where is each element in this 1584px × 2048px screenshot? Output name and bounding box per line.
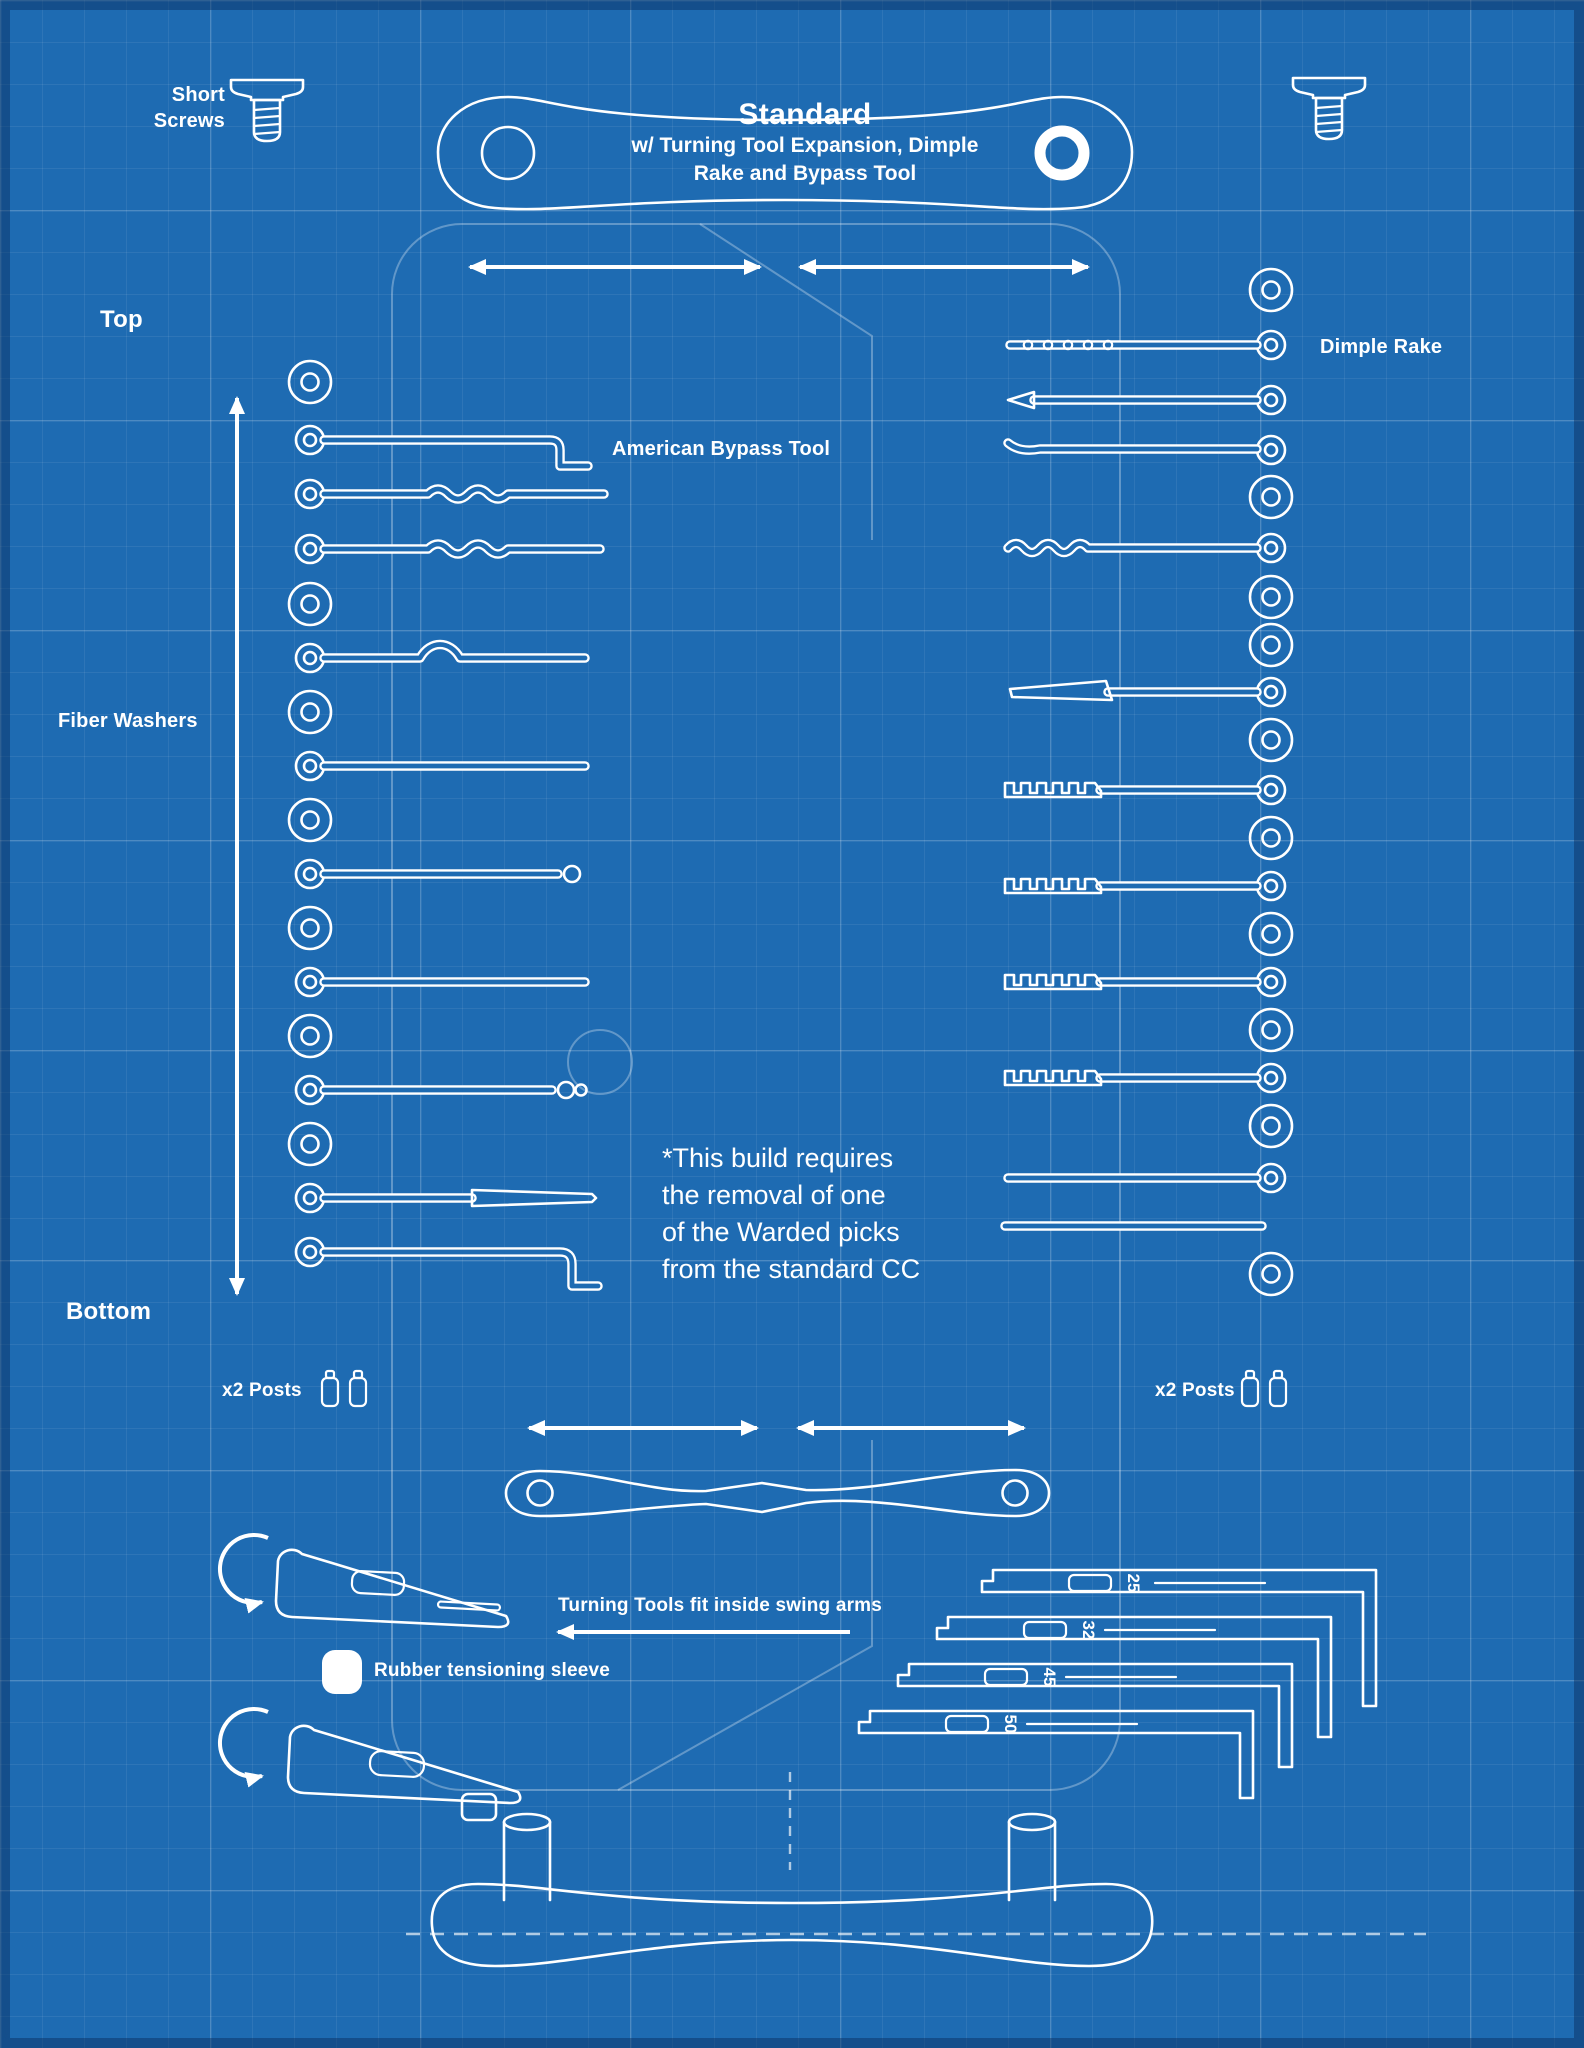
fiber-washer-icon	[1248, 1007, 1294, 1053]
fiber-washer-icon	[1248, 1103, 1294, 1149]
pick-warded-comb	[1003, 870, 1287, 902]
page-title: Standard	[738, 98, 872, 131]
american-bypass-tool-drawing	[294, 424, 593, 471]
pick-blade	[1008, 676, 1287, 708]
pick-warded-comb	[1003, 966, 1287, 998]
x2-posts-right-label: x2 Posts	[1155, 1380, 1235, 1401]
short-screw-icon	[229, 78, 305, 143]
swing-arm-cover-top	[436, 95, 1134, 211]
fiber-washer-icon	[1248, 574, 1294, 620]
page-subtitle-line2: Rake and Bypass Tool	[693, 162, 917, 185]
pick-knife	[294, 1182, 598, 1214]
fiber-washer-icon	[287, 905, 333, 951]
fiber-washer-icon	[1248, 911, 1294, 957]
fiber-washer-column-right	[1248, 267, 1294, 1297]
fiber-washer-icon	[1248, 717, 1294, 763]
turning-tool-size: 32	[1079, 1621, 1098, 1640]
fiber-washer-icon	[1248, 1251, 1294, 1297]
bottom-label: Bottom	[66, 1298, 152, 1325]
pick-wavy	[294, 478, 609, 510]
turning-tool-size: 25	[1124, 1574, 1143, 1593]
build-note-line1: *This build requires	[662, 1143, 894, 1173]
rotation-arrow-icon	[217, 1706, 269, 1788]
turning-tool: 50	[857, 1709, 1255, 1800]
post-icon	[1240, 1369, 1260, 1408]
x2-posts-left-label: x2 Posts	[222, 1380, 302, 1401]
short-screw-icon	[1291, 76, 1367, 141]
post-icon	[348, 1369, 368, 1408]
pivot-hole	[480, 125, 536, 181]
swing-arm-open-2	[286, 1724, 522, 1822]
pick-warded-comb	[1003, 1062, 1287, 1094]
dimple-rake-label: Dimple Rake	[1320, 336, 1443, 358]
american-bypass-tool-label: American Bypass Tool	[612, 438, 831, 460]
turning-tool: 32	[935, 1615, 1333, 1739]
fiber-washer-icon	[287, 359, 333, 405]
fiber-washers-label: Fiber Washers	[58, 710, 198, 732]
pick-hump	[294, 639, 590, 674]
short-screws-label-line1: Short	[171, 84, 225, 106]
build-note-line2: the removal of one	[662, 1180, 886, 1210]
pick-half-diamond	[1006, 384, 1287, 416]
fiber-washer-icon	[1248, 267, 1294, 313]
short-screws-label-line2: Screws	[153, 110, 225, 132]
fiber-washer-icon	[287, 689, 333, 735]
turning-tool-size: 50	[1001, 1715, 1020, 1734]
pivot-ring	[1034, 125, 1090, 181]
fiber-washer-icon	[287, 1013, 333, 1059]
turning-tools-fit-label: Turning Tools fit inside swing arms	[558, 1595, 883, 1616]
rubber-sleeve-icon	[322, 1650, 362, 1694]
rubber-sleeve-label: Rubber tensioning sleeve	[374, 1660, 611, 1681]
fiber-washer-icon	[1248, 815, 1294, 861]
post-icon	[1268, 1369, 1288, 1408]
pick-straight	[294, 750, 590, 782]
post-cylinder	[502, 1812, 552, 1902]
build-note-line4: from the standard CC	[662, 1254, 921, 1284]
page-subtitle-line1: w/ Turning Tool Expansion, Dimple	[631, 134, 979, 157]
handle-assembly	[406, 1772, 1426, 1968]
fiber-washer-icon	[1248, 474, 1294, 520]
fiber-washer-icon	[287, 1121, 333, 1167]
pick-thin-shaft	[1003, 1162, 1287, 1194]
short-screws-label: Short Screws	[120, 82, 225, 134]
pick-wavy	[294, 533, 605, 565]
pick-warded-comb	[1003, 774, 1287, 806]
post-icon	[320, 1369, 340, 1408]
turning-tool: 25	[980, 1568, 1378, 1708]
pick-ball-end	[294, 858, 582, 890]
swing-arm-pair	[504, 1468, 1051, 1518]
pick-straight	[294, 966, 590, 998]
dimple-rake-drawing	[1005, 329, 1287, 361]
fiber-washer-icon	[287, 797, 333, 843]
pick-rake-wavy	[1003, 532, 1287, 564]
pick-hook-bypass	[294, 1236, 603, 1291]
top-label: Top	[100, 306, 143, 333]
build-note-line3: of the Warded picks	[662, 1217, 900, 1247]
pick-ball-end	[294, 1074, 588, 1106]
fiber-washer-icon	[287, 581, 333, 627]
build-note: *This build requires the removal of one …	[662, 1140, 1002, 1288]
fiber-washer-icon	[1248, 622, 1294, 668]
rotation-arrow-icon	[217, 1532, 269, 1614]
case-outline	[391, 223, 1121, 1791]
title-block: Standard w/ Turning Tool Expansion, Dimp…	[540, 98, 1070, 188]
turning-tool-size: 45	[1040, 1668, 1059, 1687]
pick-s-curve	[1003, 434, 1287, 466]
swing-arm-open	[274, 1548, 510, 1629]
turning-tool: 45	[896, 1662, 1294, 1769]
